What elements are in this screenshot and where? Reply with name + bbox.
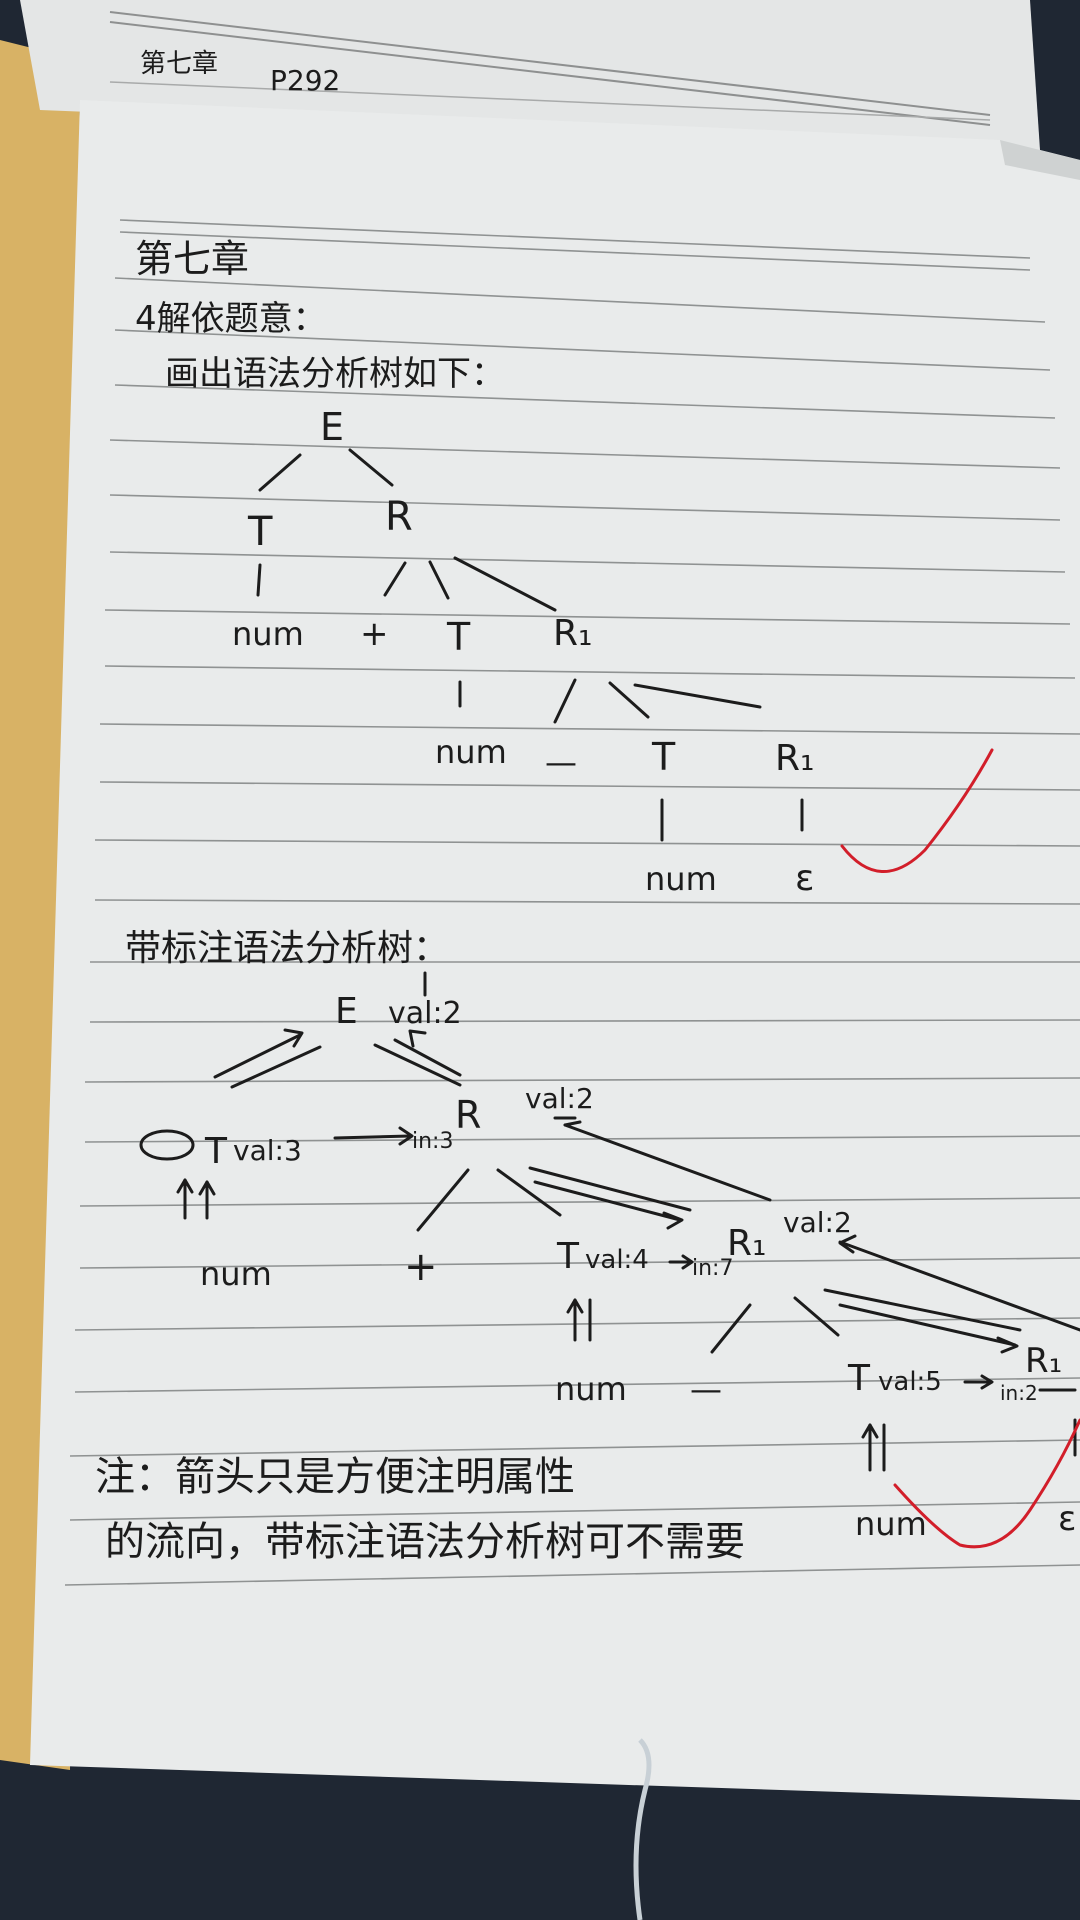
at-r1: R₁ bbox=[727, 1223, 766, 1264]
at-root: E bbox=[335, 991, 358, 1032]
red-check-1 bbox=[840, 748, 994, 873]
at-r: R bbox=[455, 1093, 481, 1137]
earphone-cable bbox=[633, 1738, 652, 1920]
parse-tree: E T R num + T R₁ num — T R₁ num ε bbox=[232, 405, 814, 899]
pt-num3: num bbox=[645, 860, 717, 898]
note-line-1: 注：箭头只是方便注明属性 bbox=[95, 1454, 575, 1500]
at-r1-in: in:7 bbox=[692, 1256, 733, 1281]
annotated-tree: E val:2 T val:3 in:3 R val:2 num + T val… bbox=[139, 971, 1080, 1543]
pt-root: E bbox=[320, 405, 344, 449]
back-page-ref: P292 bbox=[270, 64, 340, 97]
back-page-lines bbox=[109, 11, 991, 126]
at-t3-val: val:5 bbox=[878, 1367, 942, 1397]
notebook-page bbox=[30, 100, 1080, 1800]
at-t1: T bbox=[204, 1131, 228, 1172]
pt-num1: num bbox=[232, 615, 304, 653]
at-r-in: in:3 bbox=[412, 1129, 453, 1154]
pt-t1: T bbox=[247, 509, 273, 555]
at-t2: T bbox=[556, 1236, 580, 1277]
note-line-2: 的流向，带标注语法分析树可不需要 bbox=[105, 1519, 745, 1565]
at-t1-val: val:3 bbox=[233, 1134, 302, 1167]
at-num2: num bbox=[555, 1370, 627, 1408]
pt-plus: + bbox=[360, 614, 389, 654]
at-minus: — bbox=[690, 1370, 722, 1408]
pt-t2: T bbox=[446, 615, 471, 659]
at-root-val: val:2 bbox=[388, 996, 462, 1031]
pt-r1a: R₁ bbox=[553, 613, 592, 654]
at-r1-val: val:2 bbox=[783, 1206, 852, 1239]
pt-minus: — bbox=[545, 743, 577, 781]
question-line: 4解依题意： bbox=[135, 299, 327, 339]
scribble-mark bbox=[139, 1129, 195, 1161]
at-eps: ε bbox=[1058, 1499, 1076, 1539]
pt-t3: T bbox=[651, 735, 676, 779]
at-t3: T bbox=[847, 1358, 871, 1399]
at-r1b: R₁ bbox=[1025, 1341, 1062, 1381]
page-shadow bbox=[1000, 140, 1080, 180]
at-num3: num bbox=[855, 1505, 927, 1543]
pt-r1b: R₁ bbox=[775, 738, 814, 779]
back-page-chapter: 第七章 bbox=[140, 49, 218, 79]
at-num1: num bbox=[200, 1255, 272, 1293]
red-check-2 bbox=[893, 1418, 1080, 1549]
annotated-title: 带标注语法分析树： bbox=[125, 928, 449, 969]
pt-eps: ε bbox=[795, 858, 814, 899]
at-r-val: val:2 bbox=[525, 1082, 594, 1115]
at-r1b-in: in:2 bbox=[1000, 1381, 1038, 1405]
ruled-lines bbox=[64, 219, 1080, 1586]
chapter-heading: 第七章 bbox=[135, 237, 249, 281]
pt-r: R bbox=[385, 494, 413, 540]
instruction-line: 画出语法分析树如下： bbox=[165, 354, 505, 394]
at-plus: + bbox=[404, 1244, 438, 1290]
at-t2-val: val:4 bbox=[585, 1245, 649, 1275]
pt-num2: num bbox=[435, 733, 507, 771]
